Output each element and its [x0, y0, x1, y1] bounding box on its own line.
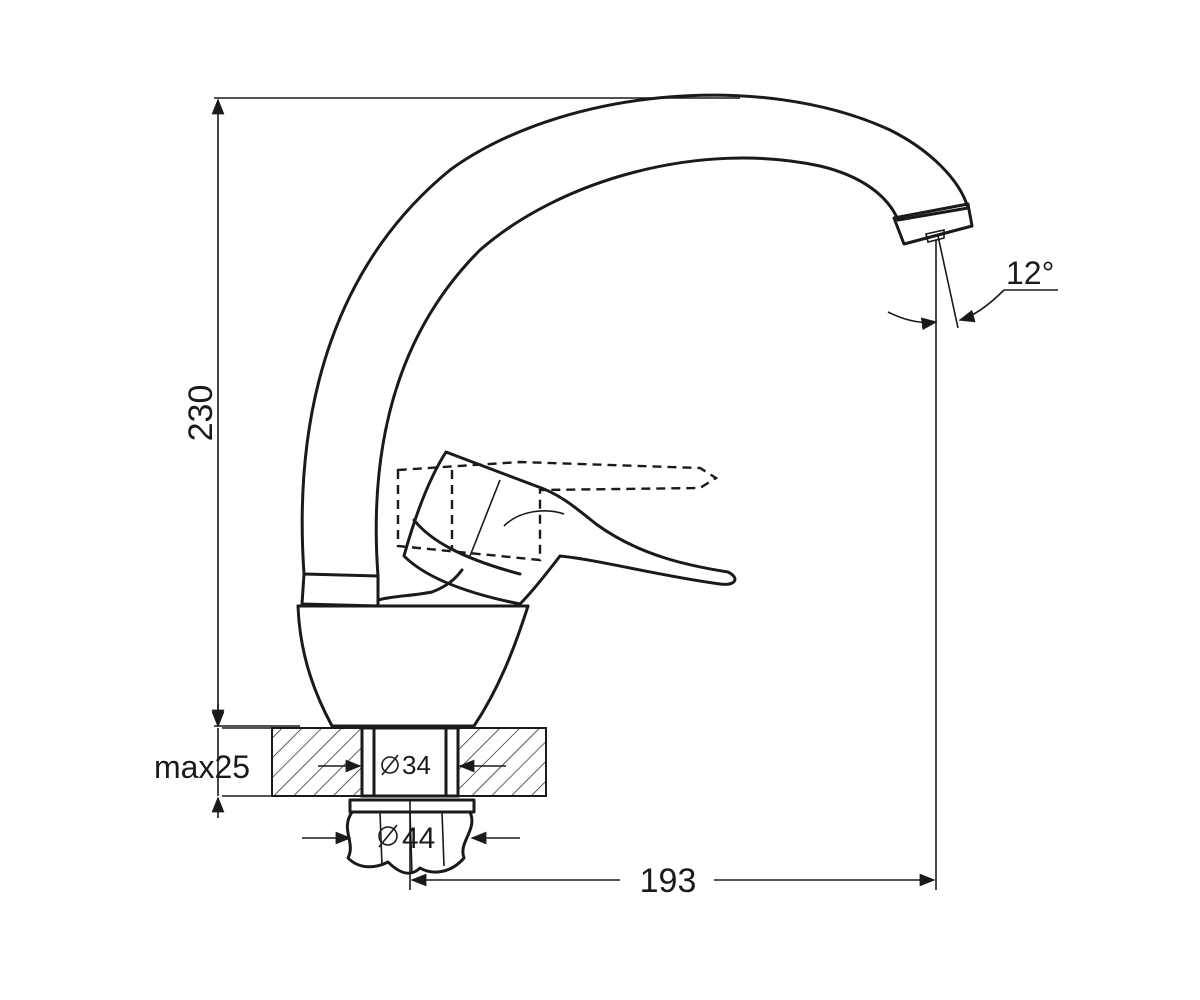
angle-dimension: 12° [887, 235, 1058, 331]
angle-label: 12° [1006, 255, 1054, 291]
reach-dimension: 193 [409, 240, 937, 900]
diameter-icon [378, 824, 398, 848]
faucet-body [296, 572, 530, 728]
countertop-thickness-dimension: max25 [154, 704, 250, 818]
diameter-icon [381, 754, 399, 776]
base-diameter-dimension: 44 [302, 822, 520, 855]
lever-raised-outline [396, 460, 719, 562]
countertop-right [457, 727, 547, 797]
aerator [892, 202, 974, 246]
hole-diameter-dimension: 34 [318, 750, 506, 780]
countertop-thickness-label: max25 [154, 749, 250, 785]
spout [300, 93, 974, 578]
lever-handle [376, 450, 737, 606]
mounting-shank [360, 726, 460, 798]
base-diameter-label: 44 [402, 822, 435, 855]
countertop-left [271, 727, 363, 797]
hole-diameter-label: 34 [402, 750, 431, 780]
height-dimension: 230 [182, 97, 740, 727]
reach-label: 193 [640, 862, 697, 900]
height-label: 230 [182, 385, 220, 442]
